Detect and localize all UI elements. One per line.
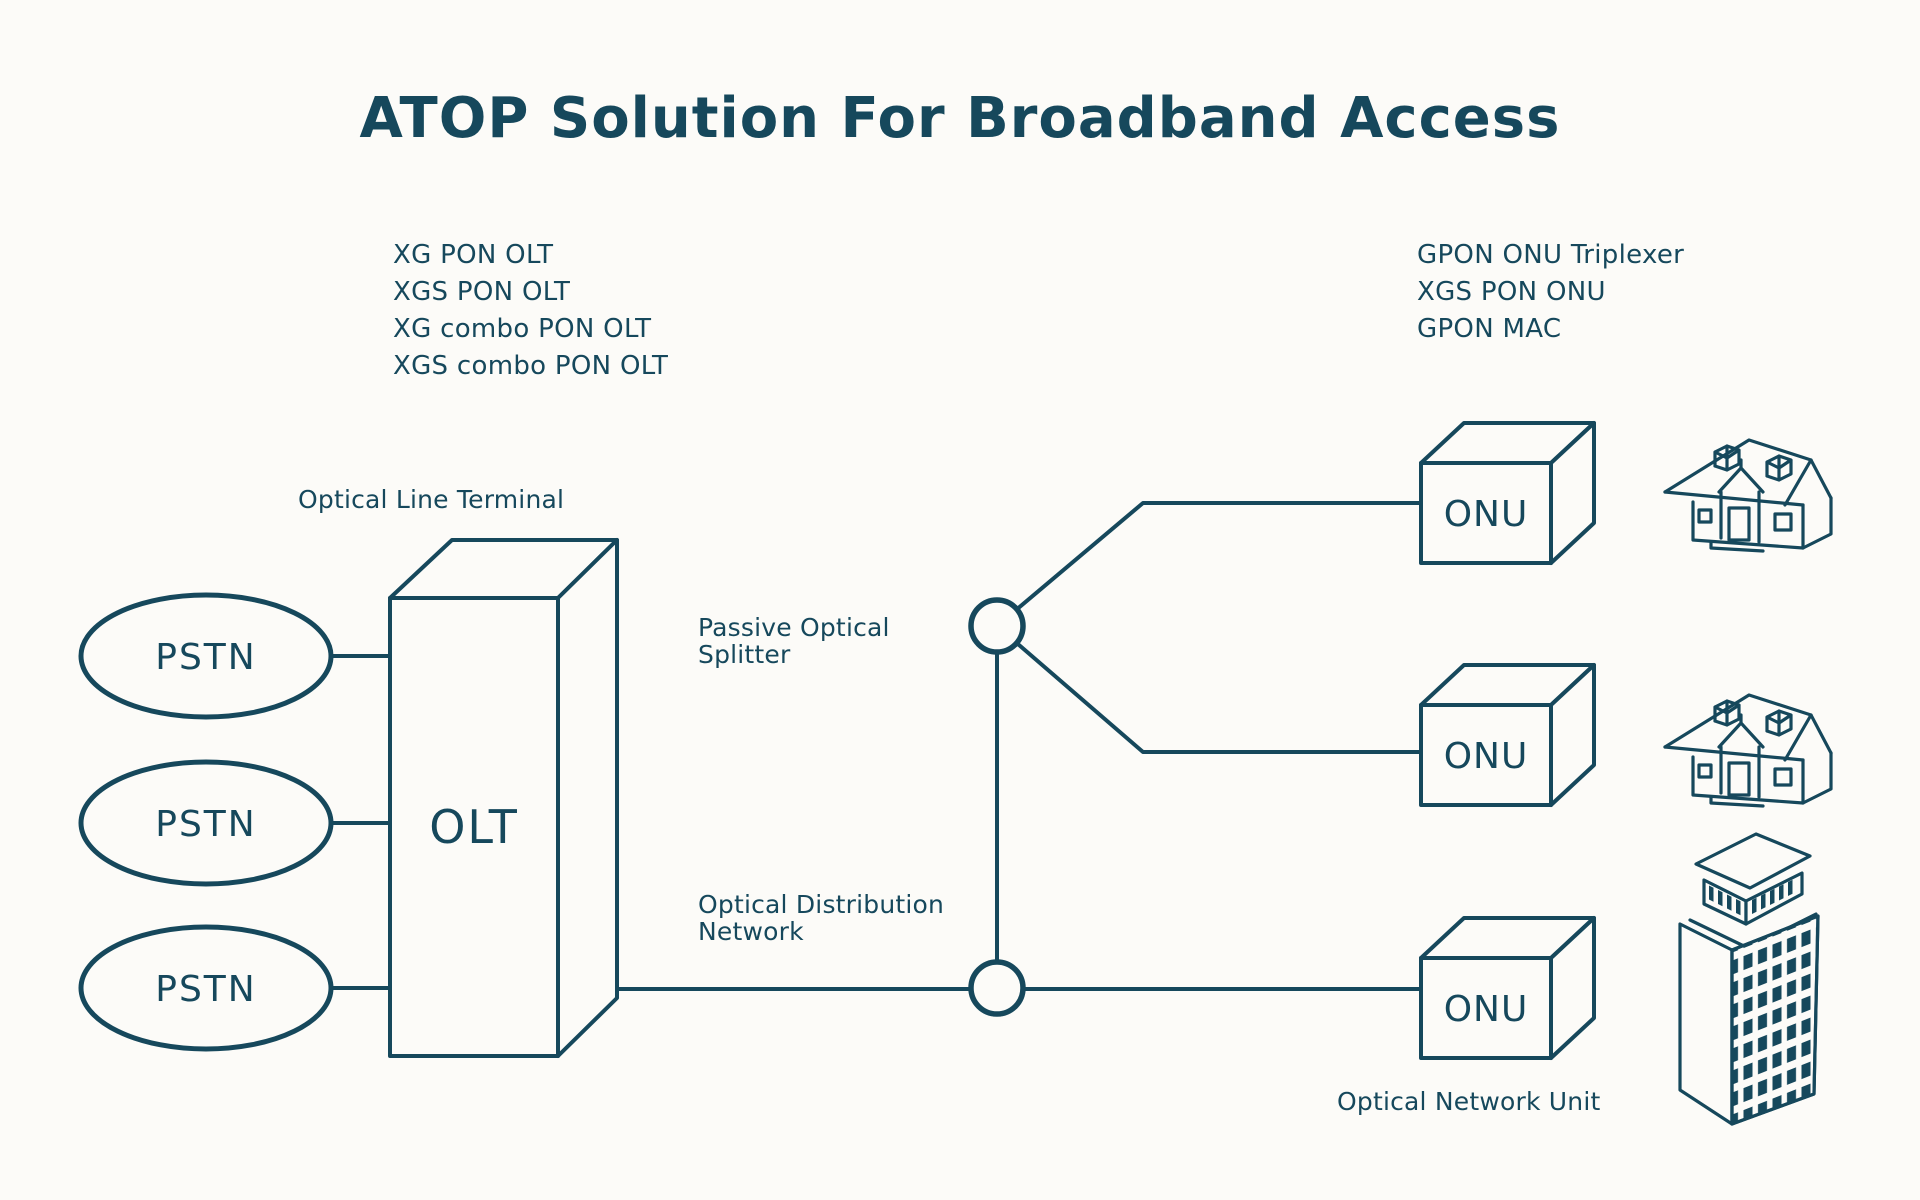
- onu-product-item: GPON MAC: [1417, 314, 1562, 344]
- annotation-line: Optical Distribution: [698, 890, 945, 919]
- house-icon: [1663, 693, 1833, 808]
- onu-label-2: ONU: [1444, 736, 1529, 777]
- olt-label: OLT: [429, 800, 519, 854]
- passive-optical-splitter-annotation: Passive Optical Splitter: [698, 614, 890, 668]
- splitter-onu2-branch: [995, 624, 1423, 754]
- splitter-onu1-branch: [995, 501, 1423, 628]
- pstn-node-2: [78, 759, 334, 887]
- annotation-line: Passive Optical: [698, 613, 890, 642]
- onu-label-1: ONU: [1444, 494, 1529, 535]
- pstn-label-1: PSTN: [155, 637, 256, 678]
- page-title: ATOP Solution For Broadband Access: [359, 86, 1561, 151]
- olt-product-item: XGS PON OLT: [393, 277, 571, 307]
- olt-product-item: XG PON OLT: [393, 240, 554, 270]
- olt-node: OLT: [388, 538, 619, 1058]
- office-building-icon: [1678, 832, 1820, 1126]
- onu-product-item: GPON ONU Triplexer: [1417, 240, 1685, 270]
- annotation-line: Network: [698, 917, 804, 946]
- olt-product-item: XG combo PON OLT: [393, 314, 652, 344]
- onu-product-item: XGS PON ONU: [1417, 277, 1606, 307]
- onu-node-3: [1419, 916, 1596, 1060]
- onu-product-list: GPON ONU Triplexer XGS PON ONU GPON MAC: [1417, 237, 1684, 348]
- olt-product-item: XGS combo PON OLT: [393, 351, 669, 381]
- olt-product-list: XG PON OLT XGS PON OLT XG combo PON OLT …: [393, 237, 668, 385]
- olt-box-side: [556, 538, 619, 1058]
- pstn-label-2: PSTN: [155, 804, 256, 845]
- passive-optical-splitter-bottom: [968, 959, 1026, 1017]
- onu-label-3: ONU: [1444, 989, 1529, 1030]
- optical-distribution-network-annotation: Optical Distribution Network: [698, 891, 944, 945]
- optical-line-terminal-annotation: Optical Line Terminal: [298, 485, 565, 514]
- onu-nodes: ONU ONU ONU: [1419, 421, 1596, 1060]
- annotation-line: Splitter: [698, 640, 791, 669]
- optical-network-unit-annotation: Optical Network Unit: [1337, 1087, 1601, 1116]
- pstn-node-3: [78, 924, 334, 1052]
- pstn-label-3: PSTN: [155, 969, 256, 1010]
- passive-optical-splitter-top: [968, 597, 1026, 655]
- onu-node-1: [1419, 421, 1596, 565]
- onu-node-2: [1419, 663, 1596, 807]
- olt-box-front: [388, 596, 560, 1058]
- pstn-node-1: [78, 592, 334, 720]
- pstn-nodes: PSTN PSTN PSTN: [78, 592, 334, 1052]
- house-icon: [1663, 438, 1833, 553]
